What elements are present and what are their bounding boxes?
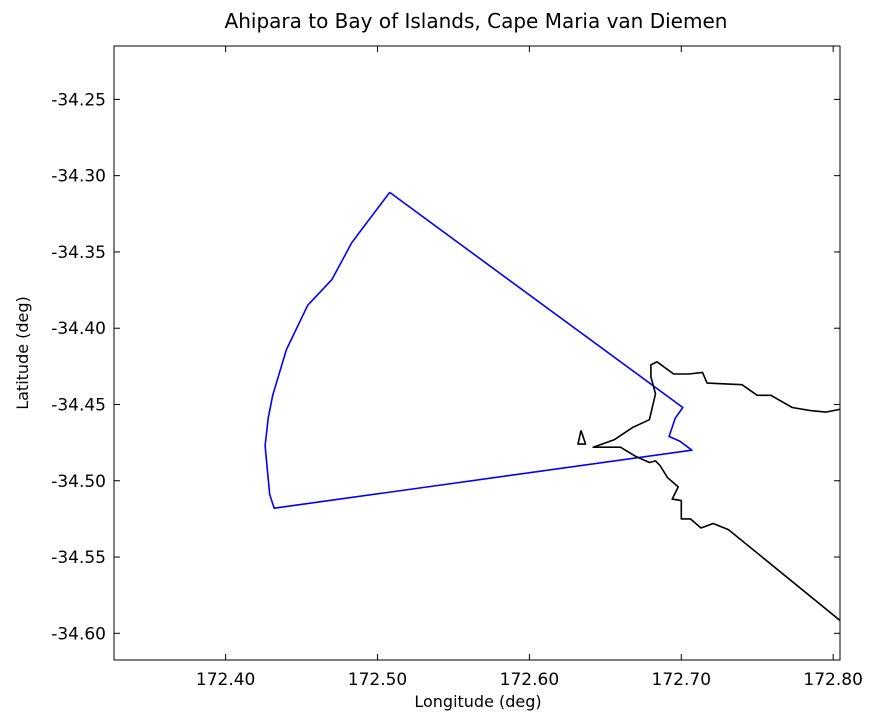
chart-title: Ahipara to Bay of Islands, Cape Maria va… xyxy=(225,9,728,33)
y-tick-label: -34.60 xyxy=(51,624,106,644)
plot-area xyxy=(264,191,840,622)
series-line-0 xyxy=(264,191,693,510)
series-line-1 xyxy=(592,360,840,622)
x-tick-label: 172.40 xyxy=(196,670,255,690)
x-tick-label: 172.80 xyxy=(803,670,862,690)
x-tick-label: 172.60 xyxy=(500,670,559,690)
ticks: 172.40 172.50 172.60 172.70 172.80 -34.25 -34.… xyxy=(51,46,863,690)
y-tick-label: -34.30 xyxy=(51,167,106,187)
y-axis-label: Latitude (deg) xyxy=(13,296,32,410)
y-tick-label: -34.55 xyxy=(51,548,106,568)
y-tick-label: -34.45 xyxy=(51,395,106,415)
y-tick-label: -34.50 xyxy=(51,472,106,492)
series-line-2 xyxy=(577,430,587,445)
y-tick-label: -34.25 xyxy=(51,90,106,110)
y-tick-label: -34.40 xyxy=(51,319,106,339)
x-tick-label: 172.50 xyxy=(348,670,407,690)
axes-frame xyxy=(113,45,841,661)
y-tick-label: -34.35 xyxy=(51,243,106,263)
x-axis-label: Longitude (deg) xyxy=(414,692,541,711)
x-tick-label: 172.70 xyxy=(652,670,711,690)
